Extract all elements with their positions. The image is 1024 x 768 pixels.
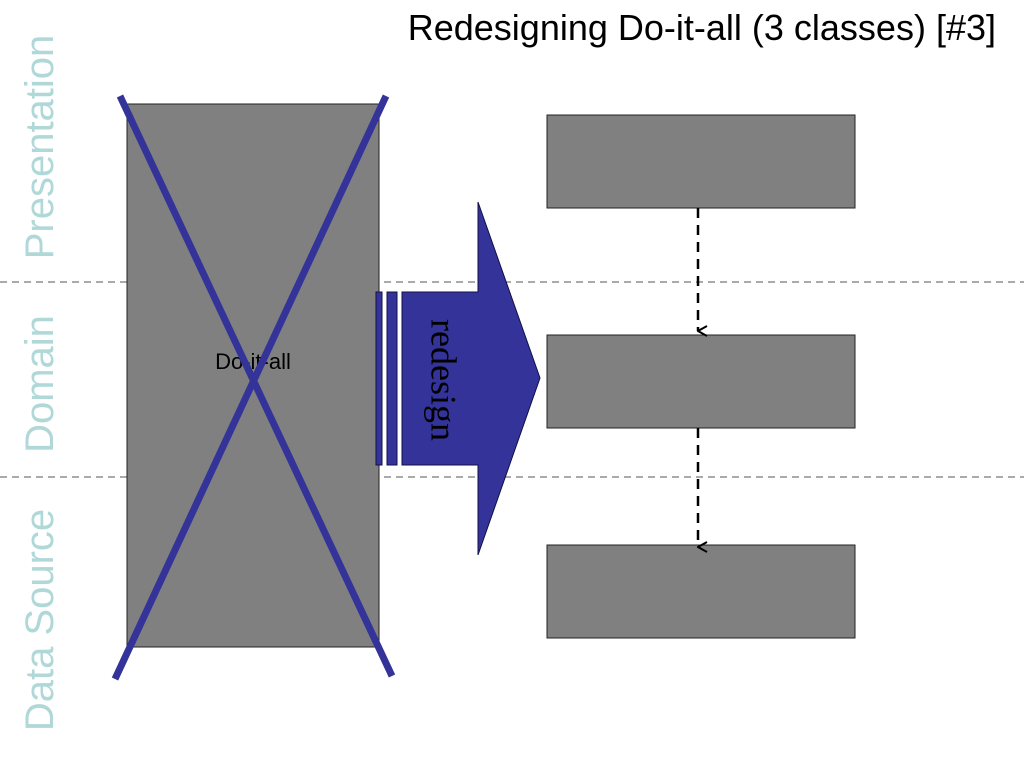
- cross-out-stroke-a: [116, 94, 396, 678]
- arrow-tail-bar-1: [375, 291, 383, 466]
- presentation-class-box: [546, 114, 856, 209]
- redesign-arrow: [401, 201, 541, 556]
- data-source-class-box: [546, 544, 856, 639]
- domain-class-box: [546, 334, 856, 429]
- cross-out-stroke-b: [111, 94, 390, 681]
- redesign-label: redesign: [424, 319, 464, 441]
- slide-title: Redesigning Do-it-all (3 classes) [#3]: [407, 7, 996, 48]
- arrow-tail-bar-2: [386, 291, 398, 466]
- do-it-all-label: Do-it-all: [215, 349, 291, 374]
